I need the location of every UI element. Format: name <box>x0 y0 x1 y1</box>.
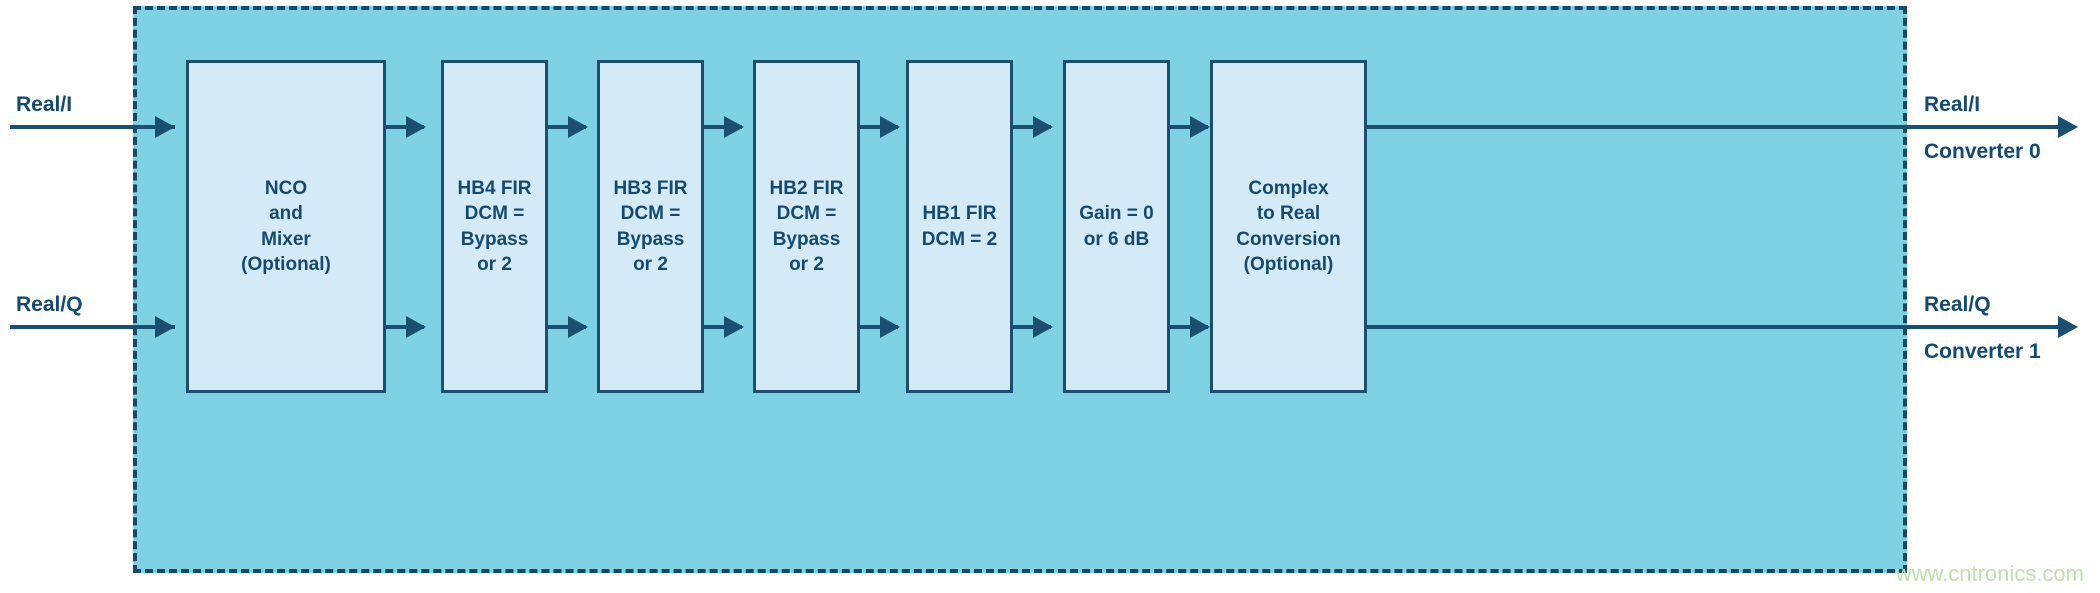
block-hb4-fir-line-1: HB4 FIR <box>457 177 532 199</box>
block-hb1-fir-label: HB1 FIR DCM = 2 <box>909 201 1010 252</box>
connector-line-hb4-hb3-i <box>548 125 586 129</box>
output-sublabel-converter-0: Converter 0 <box>1924 140 2041 163</box>
connector-line-hb2-hb1-i <box>860 125 898 129</box>
output-label-real-i: Real/I <box>1924 93 1981 116</box>
connector-arrow-gain-c2r-q-icon <box>1190 316 1210 338</box>
input-arrow-q-icon <box>155 316 175 338</box>
block-complex-to-real-label: Complex to Real Conversion (Optional) <box>1213 176 1364 277</box>
block-complex-to-real-line-1: Complex <box>1248 177 1329 199</box>
watermark: www.cntronics.com <box>1895 561 2084 586</box>
output-label-real-q: Real/Q <box>1924 293 1991 316</box>
connector-line-hb3-hb2-i <box>704 125 742 129</box>
block-nco-mixer-line-3: Mixer <box>261 228 311 250</box>
block-complex-to-real[interactable]: Complex to Real Conversion (Optional) <box>1210 60 1367 393</box>
connector-line-hb1-gain-i <box>1013 125 1051 129</box>
block-hb3-fir-line-3: Bypass <box>616 228 685 250</box>
block-gain-line-2: or 6 dB <box>1083 228 1150 250</box>
connector-arrow-hb1-gain-q-icon <box>1033 316 1053 338</box>
block-complex-to-real-line-2: to Real <box>1256 203 1321 225</box>
connector-arrow-nco-hb4-q-icon <box>406 316 426 338</box>
block-hb3-fir-line-1: HB3 FIR <box>613 177 688 199</box>
block-hb2-fir-line-4: or 2 <box>789 253 824 275</box>
block-hb2-fir-line-3: Bypass <box>772 228 841 250</box>
block-gain[interactable]: Gain = 0 or 6 dB <box>1063 60 1170 393</box>
connector-line-gain-c2r-i <box>1170 125 1208 129</box>
block-hb3-fir-line-2: DCM = <box>620 203 681 225</box>
block-hb1-fir[interactable]: HB1 FIR DCM = 2 <box>906 60 1013 393</box>
block-nco-mixer-line-4: (Optional) <box>241 253 331 275</box>
block-gain-line-1: Gain = 0 <box>1079 203 1154 225</box>
connector-line-hb3-hb2-q <box>704 325 742 329</box>
block-complex-to-real-line-3: Conversion <box>1236 228 1341 250</box>
block-gain-label: Gain = 0 or 6 dB <box>1066 201 1167 252</box>
connector-line-hb2-hb1-q <box>860 325 898 329</box>
block-hb2-fir-line-2: DCM = <box>776 203 837 225</box>
connector-arrow-hb4-hb3-i-icon <box>568 116 588 138</box>
block-hb1-fir-line-1: HB1 FIR <box>922 203 997 225</box>
block-hb4-fir-label: HB4 FIR DCM = Bypass or 2 <box>444 176 545 277</box>
block-hb2-fir-label: HB2 FIR DCM = Bypass or 2 <box>756 176 857 277</box>
output-line-q <box>1367 325 2070 329</box>
connector-arrow-hb2-hb1-q-icon <box>880 316 900 338</box>
block-hb4-fir-line-2: DCM = <box>464 203 525 225</box>
block-hb4-fir-line-4: or 2 <box>477 253 512 275</box>
connector-arrow-hb1-gain-i-icon <box>1033 116 1053 138</box>
block-hb1-fir-line-2: DCM = 2 <box>921 228 998 250</box>
connector-arrow-hb4-hb3-q-icon <box>568 316 588 338</box>
block-nco-mixer[interactable]: NCO and Mixer (Optional) <box>186 60 386 393</box>
block-complex-to-real-line-4: (Optional) <box>1243 253 1334 275</box>
block-nco-mixer-label: NCO and Mixer (Optional) <box>189 176 383 277</box>
connector-line-hb1-gain-q <box>1013 325 1051 329</box>
input-arrow-i-icon <box>155 116 175 138</box>
connector-arrow-gain-c2r-i-icon <box>1190 116 1210 138</box>
block-hb3-fir-line-4: or 2 <box>633 253 668 275</box>
block-nco-mixer-line-1: NCO <box>264 177 308 199</box>
input-label-real-i: Real/I <box>16 93 73 116</box>
connector-arrow-hb3-hb2-i-icon <box>724 116 744 138</box>
connector-arrow-hb3-hb2-q-icon <box>724 316 744 338</box>
block-hb4-fir[interactable]: HB4 FIR DCM = Bypass or 2 <box>441 60 548 393</box>
output-sublabel-converter-1: Converter 1 <box>1924 340 2041 363</box>
block-hb2-fir[interactable]: HB2 FIR DCM = Bypass or 2 <box>753 60 860 393</box>
output-arrow-q-icon <box>2058 316 2078 338</box>
connector-line-nco-hb4-q <box>386 325 424 329</box>
connector-line-gain-c2r-q <box>1170 325 1208 329</box>
connector-line-nco-hb4-i <box>386 125 424 129</box>
connector-line-hb4-hb3-q <box>548 325 586 329</box>
block-hb4-fir-line-3: Bypass <box>460 228 529 250</box>
input-label-real-q: Real/Q <box>16 293 83 316</box>
connector-arrow-hb2-hb1-i-icon <box>880 116 900 138</box>
block-hb3-fir[interactable]: HB3 FIR DCM = Bypass or 2 <box>597 60 704 393</box>
input-line-q <box>10 325 175 329</box>
output-arrow-i-icon <box>2058 116 2078 138</box>
block-hb2-fir-line-1: HB2 FIR <box>769 177 844 199</box>
input-line-i <box>10 125 175 129</box>
output-line-i <box>1367 125 2070 129</box>
block-nco-mixer-line-2: and <box>269 203 303 225</box>
block-hb3-fir-label: HB3 FIR DCM = Bypass or 2 <box>600 176 701 277</box>
signal-chain-region <box>133 6 1907 573</box>
connector-arrow-nco-hb4-i-icon <box>406 116 426 138</box>
